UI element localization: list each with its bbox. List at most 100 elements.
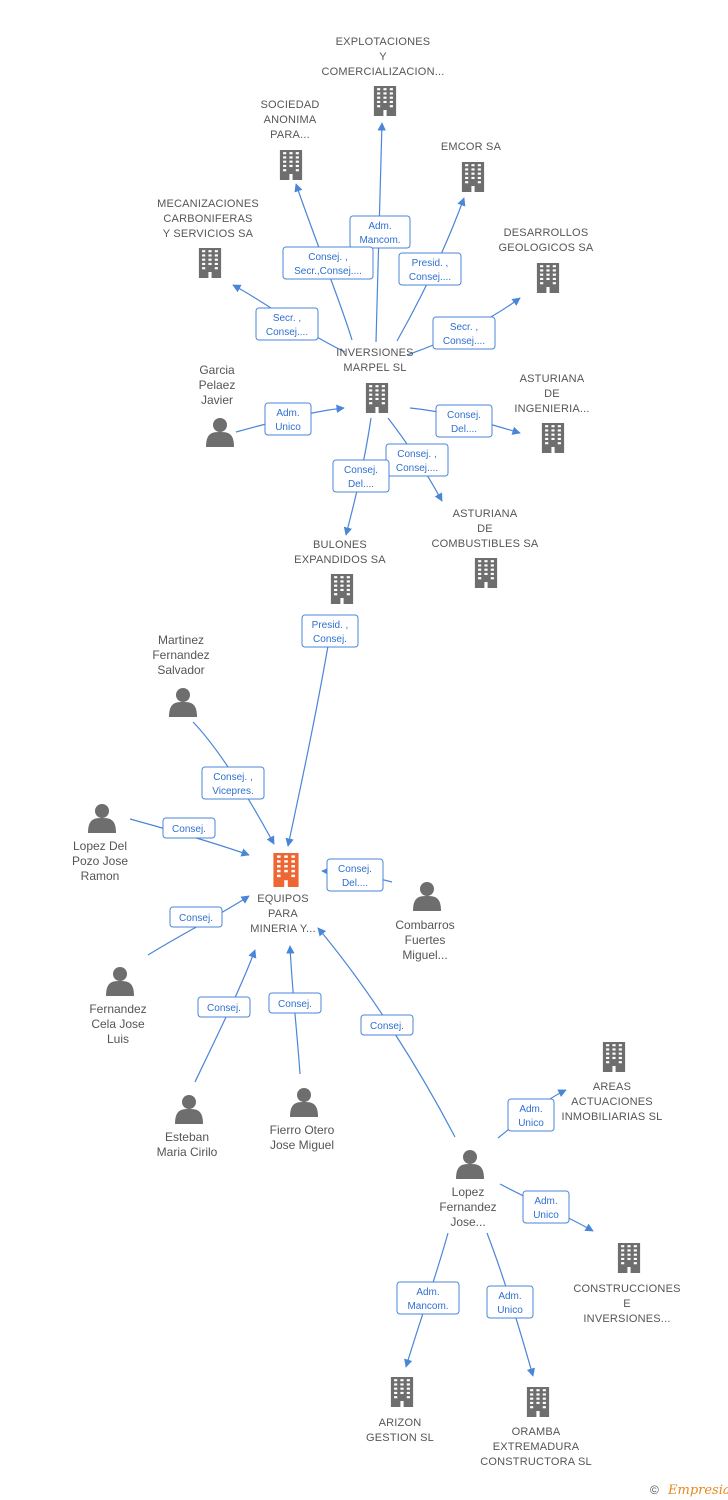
relation-badge-box[interactable]	[264, 402, 312, 436]
relation-badge-inv-soc[interactable]: Consej. ,Secr.,Consej....	[282, 246, 374, 280]
person-icon[interactable]	[206, 418, 234, 447]
relation-badge-box[interactable]	[301, 614, 359, 648]
building-icon[interactable]	[461, 162, 485, 192]
building-icon[interactable]	[373, 86, 397, 116]
person-icon[interactable]	[88, 804, 116, 833]
person-icon[interactable]	[106, 967, 134, 996]
relation-badge-box[interactable]	[332, 459, 390, 493]
relation-badge-box[interactable]	[255, 307, 319, 341]
brand-logo[interactable]: Empresia	[667, 1483, 728, 1498]
relation-badge-box[interactable]	[432, 316, 496, 350]
building-icon[interactable]	[526, 1387, 550, 1417]
relation-badge-box[interactable]	[349, 215, 411, 249]
relation-badge-box[interactable]	[162, 817, 216, 839]
relation-badge-box[interactable]	[435, 404, 493, 438]
building-icon[interactable]	[474, 558, 498, 588]
relation-badge-lopezf-arizon[interactable]: Adm.Mancom.	[396, 1281, 460, 1315]
relation-badge-fcela-focus[interactable]: Consej.	[169, 906, 223, 928]
relation-badge-box[interactable]	[507, 1098, 555, 1132]
relation-badge-label: Secr. ,Consej....	[266, 313, 308, 338]
relation-badges-layer: Adm.Mancom.Consej. ,Secr.,Consej....Pres…	[162, 215, 570, 1319]
relation-badge-fierro-focus[interactable]: Consej.	[268, 992, 322, 1014]
relation-badge-combarros-focus[interactable]: Consej.Del....	[326, 858, 384, 892]
relation-badge-box[interactable]	[522, 1190, 570, 1224]
building-icon[interactable]	[541, 423, 565, 453]
building-icon[interactable]	[536, 263, 560, 293]
person-icon[interactable]	[175, 1095, 203, 1124]
relation-badge-box[interactable]	[360, 1014, 414, 1036]
relation-badge-box[interactable]	[169, 906, 223, 928]
relation-badge-esteban-focus[interactable]: Consej.	[197, 996, 251, 1018]
building-icon[interactable]	[273, 853, 299, 887]
person-icon[interactable]	[456, 1150, 484, 1179]
building-icon[interactable]	[617, 1243, 641, 1273]
relation-badge-bulones-focus[interactable]: Presid. ,Consej.	[301, 614, 359, 648]
relation-badge-garcia-inv[interactable]: Adm.Unico	[264, 402, 312, 436]
building-icon[interactable]	[365, 383, 389, 413]
relation-badge-box[interactable]	[326, 858, 384, 892]
relation-badge-label: Adm.Unico	[497, 1291, 523, 1316]
relation-badge-martinez-focus[interactable]: Consej. ,Vicepres.	[201, 766, 265, 800]
relation-badge-box[interactable]	[396, 1281, 460, 1315]
person-icon[interactable]	[413, 882, 441, 911]
relation-badge-box[interactable]	[197, 996, 251, 1018]
relation-badge-inv-ast_comb[interactable]: Consej. ,Consej....	[385, 443, 449, 477]
relation-badge-label: Consej.Del....	[447, 410, 481, 435]
relation-badge-inv-expl[interactable]: Adm.Mancom.	[349, 215, 411, 249]
person-icon[interactable]	[169, 688, 197, 717]
relation-badge-label: Secr. ,Consej....	[443, 322, 485, 347]
relation-badge-box[interactable]	[268, 992, 322, 1014]
relation-badge-lopezf-oramba[interactable]: Adm.Unico	[486, 1285, 534, 1319]
relation-badge-box[interactable]	[201, 766, 265, 800]
company-node-emcor[interactable]: EMCOR SA	[441, 141, 502, 192]
relation-badge-label: Adm.Unico	[533, 1196, 559, 1221]
relation-badge-box[interactable]	[486, 1285, 534, 1319]
relation-badge-inv-emcor[interactable]: Presid. ,Consej....	[398, 252, 462, 286]
person-icon[interactable]	[290, 1088, 318, 1117]
building-icon[interactable]	[390, 1377, 414, 1407]
relation-badge-box[interactable]	[282, 246, 374, 280]
relation-badge-label: Adm.Mancom.	[407, 1287, 448, 1312]
building-icon[interactable]	[330, 574, 354, 604]
relation-badge-lopezdel-focus[interactable]: Consej.	[162, 817, 216, 839]
relation-badge-inv-bulones[interactable]: Consej.Del....	[332, 459, 390, 493]
building-icon[interactable]	[198, 248, 222, 278]
relation-badge-label: Consej.Del....	[344, 465, 378, 490]
relation-badge-lopezf-focus[interactable]: Consej.	[360, 1014, 414, 1036]
building-icon[interactable]	[279, 150, 303, 180]
building-icon[interactable]	[602, 1042, 626, 1072]
relation-badge-lopezf-areas[interactable]: Adm.Unico	[507, 1098, 555, 1132]
relation-badge-inv-meca[interactable]: Secr. ,Consej....	[255, 307, 319, 341]
relation-badge-inv-ast_ing[interactable]: Consej.Del....	[435, 404, 493, 438]
relation-badge-label: Adm.Mancom.	[359, 221, 400, 246]
relation-badge-inv-desa[interactable]: Secr. ,Consej....	[432, 316, 496, 350]
relation-badge-lopezf-constr[interactable]: Adm.Unico	[522, 1190, 570, 1224]
relation-badge-box[interactable]	[398, 252, 462, 286]
